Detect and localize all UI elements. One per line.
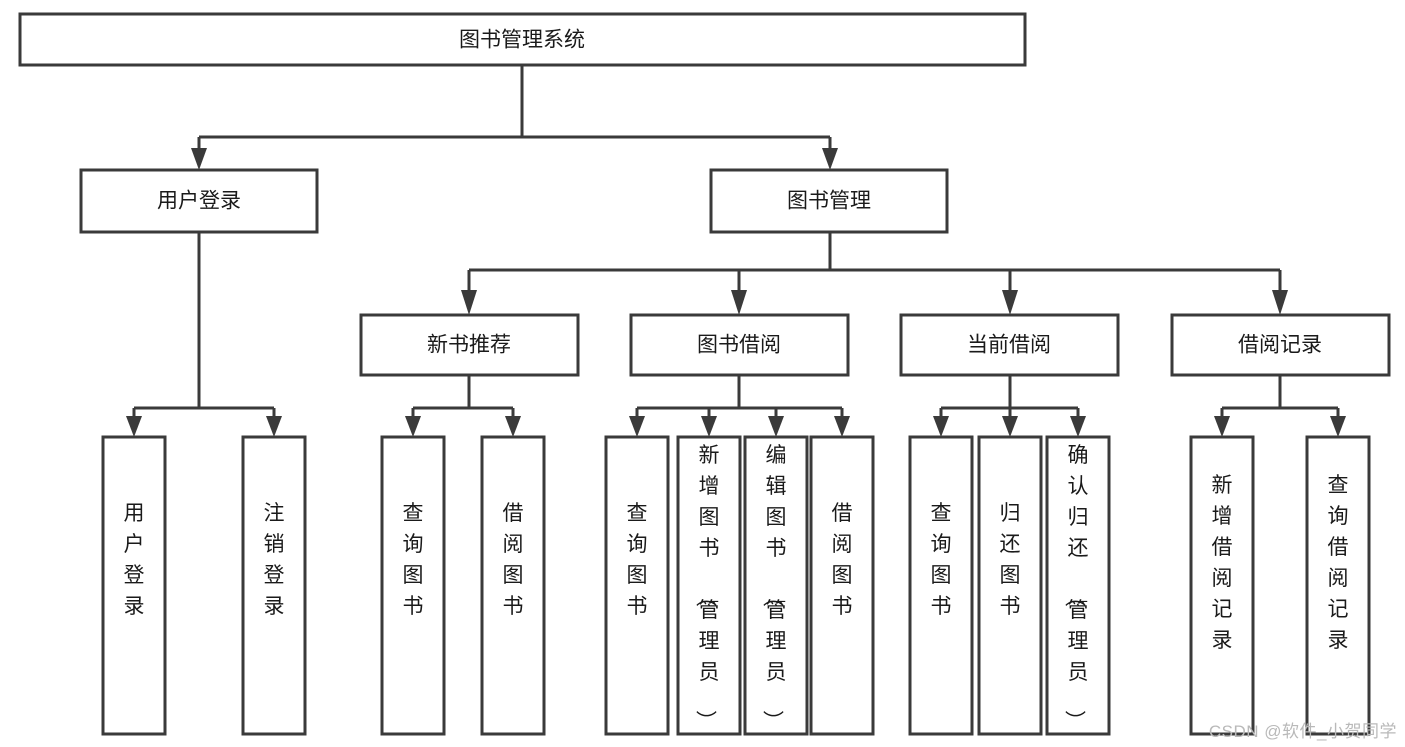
node-current-borrow-label: 当前借阅 (967, 334, 1051, 357)
arrowhead-leaf-query-book-2 (629, 416, 645, 437)
node-new-book-recommend[interactable]: 新书推荐 (359, 313, 580, 377)
arrowhead-borrow-record (1272, 290, 1288, 315)
node-leaf-confirm-return-box[interactable] (1045, 435, 1111, 736)
node-leaf-query-book-2[interactable]: 查询图书 (604, 435, 670, 736)
arrowhead-user-login (191, 148, 207, 170)
node-leaf-borrow-book-2-box[interactable] (809, 435, 875, 736)
node-leaf-add-book-box[interactable] (676, 435, 742, 736)
node-leaf-edit-book-box[interactable] (743, 435, 809, 736)
arrowhead-new-book-recommend (461, 290, 477, 315)
node-book-management-box[interactable] (709, 168, 949, 234)
node-leaf-edit-book[interactable]: 编辑图书（管理员） (743, 435, 809, 736)
node-book-borrow-box[interactable] (629, 313, 850, 377)
node-book-management[interactable]: 图书管理 (709, 168, 949, 234)
node-leaf-query-book-2-label: 查询图书 (627, 502, 648, 618)
node-leaf-query-book-3[interactable]: 查询图书 (908, 435, 974, 736)
node-root-system-box[interactable] (18, 12, 1027, 67)
node-leaf-borrow-book-2-label: 借阅图书 (832, 502, 853, 618)
node-root-system-label: 图书管理系统 (459, 29, 585, 52)
node-leaf-user-login-label: 用户登录 (124, 502, 145, 618)
node-leaf-add-record[interactable]: 新增借阅记录 (1189, 435, 1255, 736)
arrowhead-leaf-edit-book (768, 416, 784, 437)
node-leaf-query-record-label: 查询借阅记录 (1328, 474, 1349, 652)
node-current-borrow[interactable]: 当前借阅 (899, 313, 1120, 377)
node-leaf-return-book-label: 归还图书 (1000, 502, 1021, 618)
node-leaf-query-record[interactable]: 查询借阅记录 (1305, 435, 1371, 736)
node-leaf-logout-login-box[interactable] (241, 435, 307, 736)
node-user-login[interactable]: 用户登录 (79, 168, 319, 234)
arrowhead-leaf-user-login (126, 416, 142, 437)
node-leaf-edit-book-label: 编辑图书（管理员） (761, 444, 787, 731)
node-book-borrow-label: 图书借阅 (697, 334, 781, 357)
node-leaf-query-book-1-label: 查询图书 (403, 502, 424, 618)
arrowhead-book-borrow (731, 290, 747, 315)
arrowhead-leaf-query-book-1 (405, 416, 421, 437)
node-borrow-record[interactable]: 借阅记录 (1170, 313, 1391, 377)
node-root-system[interactable]: 图书管理系统 (18, 12, 1027, 67)
node-leaf-logout-login[interactable]: 注销登录 (241, 435, 307, 736)
node-leaf-logout-login-label: 注销登录 (264, 502, 285, 618)
connector-layer (126, 65, 1346, 437)
arrowhead-leaf-borrow-book-2 (834, 416, 850, 437)
node-new-book-recommend-label: 新书推荐 (427, 334, 511, 357)
arrowhead-leaf-logout-login (266, 416, 282, 437)
arrowhead-leaf-return-book (1002, 416, 1018, 437)
node-book-management-label: 图书管理 (787, 190, 871, 213)
node-leaf-return-book-box[interactable] (977, 435, 1043, 736)
node-borrow-record-box[interactable] (1170, 313, 1391, 377)
arrowhead-book-management (822, 148, 838, 170)
node-leaf-query-book-3-box[interactable] (908, 435, 974, 736)
node-leaf-confirm-return[interactable]: 确认归还（管理员） (1045, 435, 1111, 736)
node-leaf-add-record-box[interactable] (1189, 435, 1255, 736)
arrowhead-leaf-add-record (1214, 416, 1230, 437)
node-leaf-query-record-box[interactable] (1305, 435, 1371, 736)
node-leaf-add-book[interactable]: 新增图书（管理员） (676, 435, 742, 736)
node-user-login-box[interactable] (79, 168, 319, 234)
node-new-book-recommend-box[interactable] (359, 313, 580, 377)
arrowhead-leaf-borrow-book-1 (505, 416, 521, 437)
node-book-borrow[interactable]: 图书借阅 (629, 313, 850, 377)
node-leaf-query-book-1-box[interactable] (380, 435, 446, 736)
node-leaf-borrow-book-1[interactable]: 借阅图书 (480, 435, 546, 736)
node-leaf-query-book-1[interactable]: 查询图书 (380, 435, 446, 736)
node-leaf-confirm-return-label: 确认归还（管理员） (1063, 444, 1089, 731)
arrowhead-leaf-confirm-return (1070, 416, 1086, 437)
node-user-login-label: 用户登录 (157, 190, 241, 213)
node-leaf-query-book-2-box[interactable] (604, 435, 670, 736)
node-leaf-user-login-box[interactable] (101, 435, 167, 736)
node-leaf-return-book[interactable]: 归还图书 (977, 435, 1043, 736)
node-leaf-add-record-label: 新增借阅记录 (1212, 474, 1233, 652)
node-leaf-borrow-book-1-box[interactable] (480, 435, 546, 736)
node-leaf-add-book-label: 新增图书（管理员） (694, 444, 720, 731)
arrowhead-current-borrow (1002, 290, 1018, 315)
arrowhead-leaf-query-book-3 (933, 416, 949, 437)
node-borrow-record-label: 借阅记录 (1238, 334, 1322, 357)
node-leaf-borrow-book-2[interactable]: 借阅图书 (809, 435, 875, 736)
node-leaf-query-book-3-label: 查询图书 (931, 502, 952, 618)
node-leaf-user-login[interactable]: 用户登录 (101, 435, 167, 736)
node-leaf-borrow-book-1-label: 借阅图书 (503, 502, 524, 618)
node-current-borrow-box[interactable] (899, 313, 1120, 377)
arrowhead-leaf-query-record (1330, 416, 1346, 437)
arrowhead-leaf-add-book (701, 416, 717, 437)
